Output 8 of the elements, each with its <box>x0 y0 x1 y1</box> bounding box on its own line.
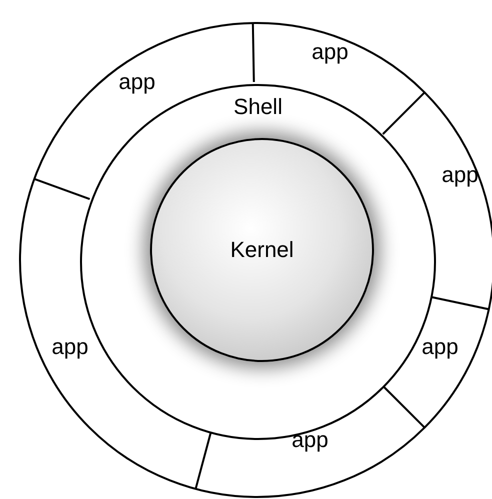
app-label: app <box>292 429 328 451</box>
app-label: app <box>52 336 88 358</box>
app-label: app <box>422 336 458 358</box>
app-label: app <box>118 71 156 93</box>
app-label: app <box>312 41 348 63</box>
app-label: app <box>442 164 478 186</box>
kernel-label: Kernel <box>230 239 294 261</box>
shell-label: Shell <box>234 96 282 118</box>
